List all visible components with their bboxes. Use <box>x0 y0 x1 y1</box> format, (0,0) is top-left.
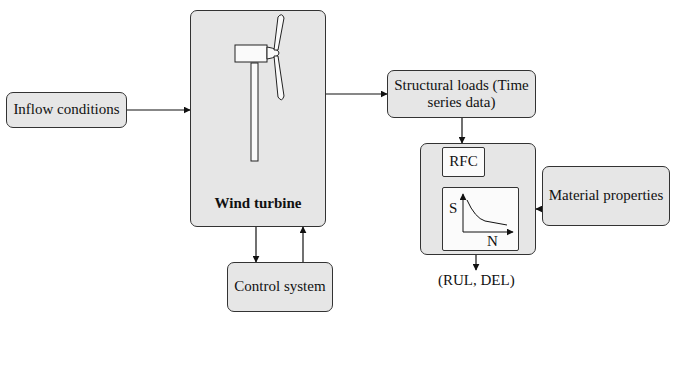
axis-label: N <box>487 233 498 250</box>
flow-arrow <box>302 227 303 262</box>
output-box: Structural loads (Time series data) <box>387 70 536 118</box>
text-holder: Control system <box>228 263 332 311</box>
text-holder: RFC <box>443 148 484 176</box>
fatigue-box: RFCSN <box>420 143 536 255</box>
axis-label: S <box>449 200 457 217</box>
node-label: Wind turbine <box>215 195 302 212</box>
node-label: Material properties <box>549 187 664 204</box>
text-holder: Inflow conditions <box>7 93 126 127</box>
turbine-box: Wind turbine <box>190 10 326 227</box>
rfc-box: RFC <box>442 147 485 177</box>
result-label: (RUL, DEL) <box>438 272 515 289</box>
node-label: Structural loads (Time series data) <box>388 77 535 112</box>
node-label: Control system <box>234 278 325 295</box>
text-holder: Wind turbine <box>191 11 325 226</box>
text-holder: SN <box>443 188 518 250</box>
turbine-illustration <box>191 11 325 226</box>
input-box: Inflow conditions <box>6 92 127 128</box>
sn-chart <box>443 188 518 250</box>
material-box: Material properties <box>542 166 670 226</box>
node-label: RFC <box>449 153 477 170</box>
output-arrow <box>475 255 476 270</box>
text-holder: Structural loads (Time series data) <box>388 71 535 117</box>
control-box: Control system <box>227 262 333 312</box>
flow-arrow <box>326 93 387 94</box>
node-label: Inflow conditions <box>13 101 119 118</box>
flow-arrow <box>127 109 190 110</box>
sn-curve-box: SN <box>442 187 519 251</box>
flow-arrow <box>461 118 462 143</box>
text-holder: Material properties <box>543 167 669 225</box>
flow-arrow <box>255 227 256 262</box>
